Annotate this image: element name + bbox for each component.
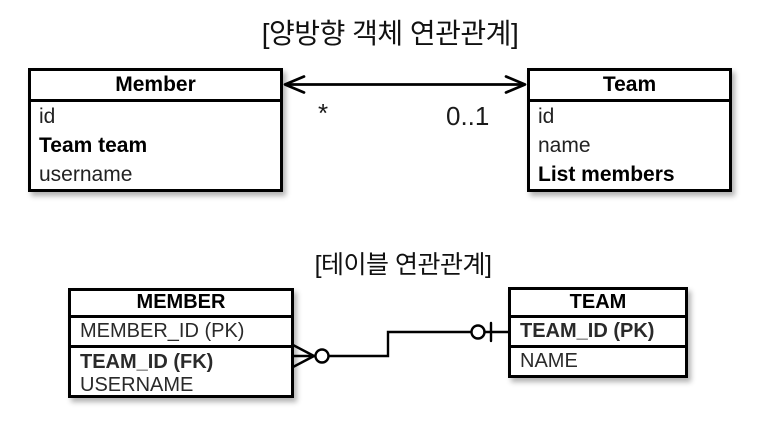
column-row-team-id-fk: TEAM_ID (FK) — [80, 351, 214, 373]
fk-relationship-connector — [291, 321, 510, 369]
class-field-id: id — [39, 105, 56, 128]
team-table-name: TEAM — [511, 290, 685, 318]
member-multiplicity-label: * — [318, 98, 329, 128]
class-field-username: username — [39, 163, 133, 186]
member-class-fields: id Team team username — [31, 102, 280, 189]
object-diagram-title: [양방향 객체 연관관계] — [261, 18, 519, 49]
member-class-box: Member id Team team username — [28, 68, 283, 192]
column-row-name: NAME — [520, 350, 578, 372]
member-pk-row: MEMBER_ID (PK) — [71, 318, 291, 348]
ring-zero-icon — [470, 324, 486, 340]
team-pk-row: TEAM_ID (PK) — [511, 318, 685, 348]
bidirectional-arrow — [283, 75, 527, 94]
ring-zero-icon — [314, 348, 330, 364]
table-diagram-title: [테이블 연관관계] — [314, 251, 492, 279]
class-field-name: name — [538, 134, 591, 157]
member-table-name: MEMBER — [71, 291, 291, 318]
member-table: MEMBER MEMBER_ID (PK) TEAM_ID (FK) USERN… — [68, 288, 294, 398]
arrowhead-right-icon — [504, 75, 527, 94]
team-class-fields: id name List members — [530, 102, 729, 189]
column-row-username: USERNAME — [80, 374, 194, 396]
team-class-box: Team id name List members — [527, 68, 732, 192]
team-class-name: Team — [530, 71, 729, 102]
team-multiplicity-label: 0..1 — [446, 101, 490, 131]
arrowhead-left-icon — [283, 75, 306, 94]
team-table: TEAM TEAM_ID (PK) NAME — [508, 287, 688, 378]
crows-foot-many-icon — [291, 343, 316, 369]
class-field-id: id — [538, 105, 555, 128]
class-field-team-ref: Team team — [39, 134, 148, 157]
member-class-name: Member — [31, 71, 280, 102]
class-field-members-list: List members — [538, 163, 675, 186]
member-columns: TEAM_ID (FK) USERNAME — [71, 348, 291, 396]
